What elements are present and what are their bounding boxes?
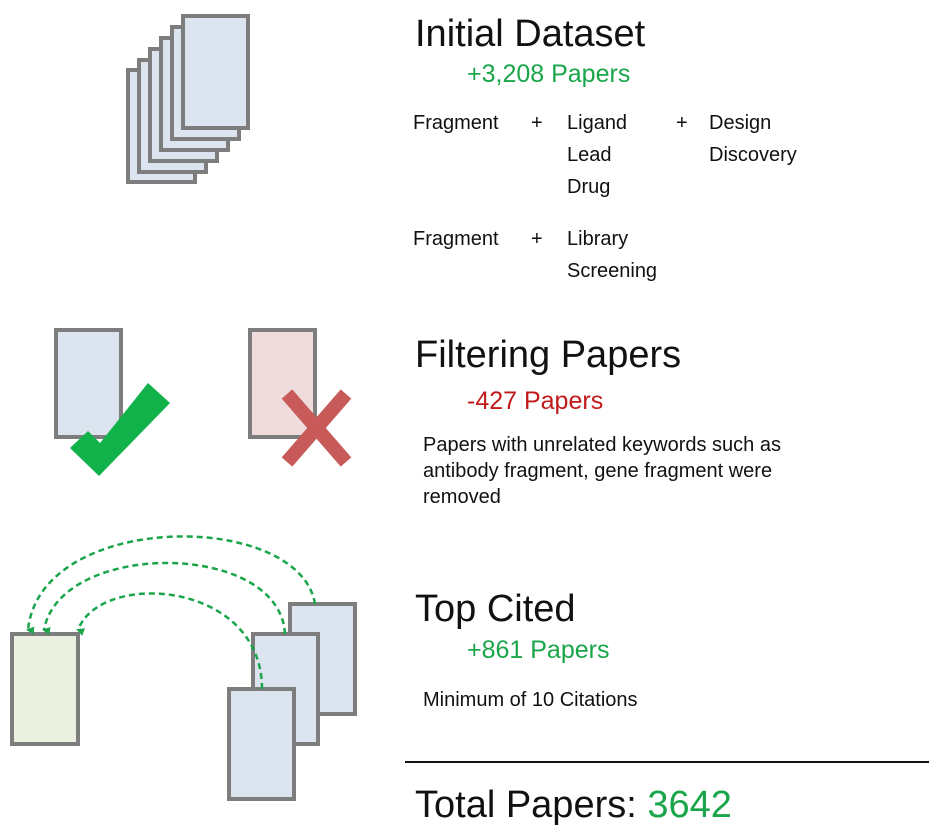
top-cited-title: Top Cited xyxy=(415,588,576,630)
filtering-title: Filtering Papers xyxy=(415,334,682,376)
query1-keyword: Discovery xyxy=(709,144,797,166)
top-cited-delta: +861 Papers xyxy=(467,636,610,664)
query2-keyword: Library xyxy=(567,228,629,250)
citation-arrow-2 xyxy=(42,561,287,636)
paper-stack-icon xyxy=(126,14,250,184)
total-value: 3642 xyxy=(647,784,732,826)
query1-keyword: Design xyxy=(709,112,772,134)
accepted-paper-icon xyxy=(54,328,170,476)
initial-dataset-title: Initial Dataset xyxy=(415,13,646,55)
query1-column-3: Design Discovery xyxy=(709,107,797,171)
initial-dataset-delta: +3,208 Papers xyxy=(467,60,631,88)
query1-term: Fragment xyxy=(413,112,499,134)
query1-keyword: Drug xyxy=(567,176,611,198)
query1-keyword: Lead xyxy=(567,144,612,166)
citation-arrow-3 xyxy=(76,592,264,690)
check-icon xyxy=(70,383,170,476)
citation-arrow-1 xyxy=(26,535,317,635)
query1-plus-2: + xyxy=(676,112,688,134)
filtering-delta: -427 Papers xyxy=(467,387,604,415)
query2-column-2: Library Screening xyxy=(567,223,657,287)
query1-column-2: Ligand Lead Drug xyxy=(567,107,627,203)
top-cited-description: Minimum of 10 Citations xyxy=(423,689,638,711)
total-line: Total Papers: 3642 xyxy=(415,786,732,824)
filtering-description: Papers with unrelated keywords such as a… xyxy=(423,434,781,508)
total-label: Total Papers: xyxy=(415,784,637,826)
citation-diagram-icon xyxy=(10,535,357,801)
query2-term: Fragment xyxy=(413,228,499,250)
total-divider xyxy=(405,761,929,763)
query2-plus-1: + xyxy=(531,228,543,250)
query1-plus-1: + xyxy=(531,112,543,134)
rejected-paper-icon xyxy=(248,328,352,467)
cross-icon xyxy=(281,389,352,467)
query1-keyword: Ligand xyxy=(567,112,628,134)
query2-keyword: Screening xyxy=(567,260,658,282)
